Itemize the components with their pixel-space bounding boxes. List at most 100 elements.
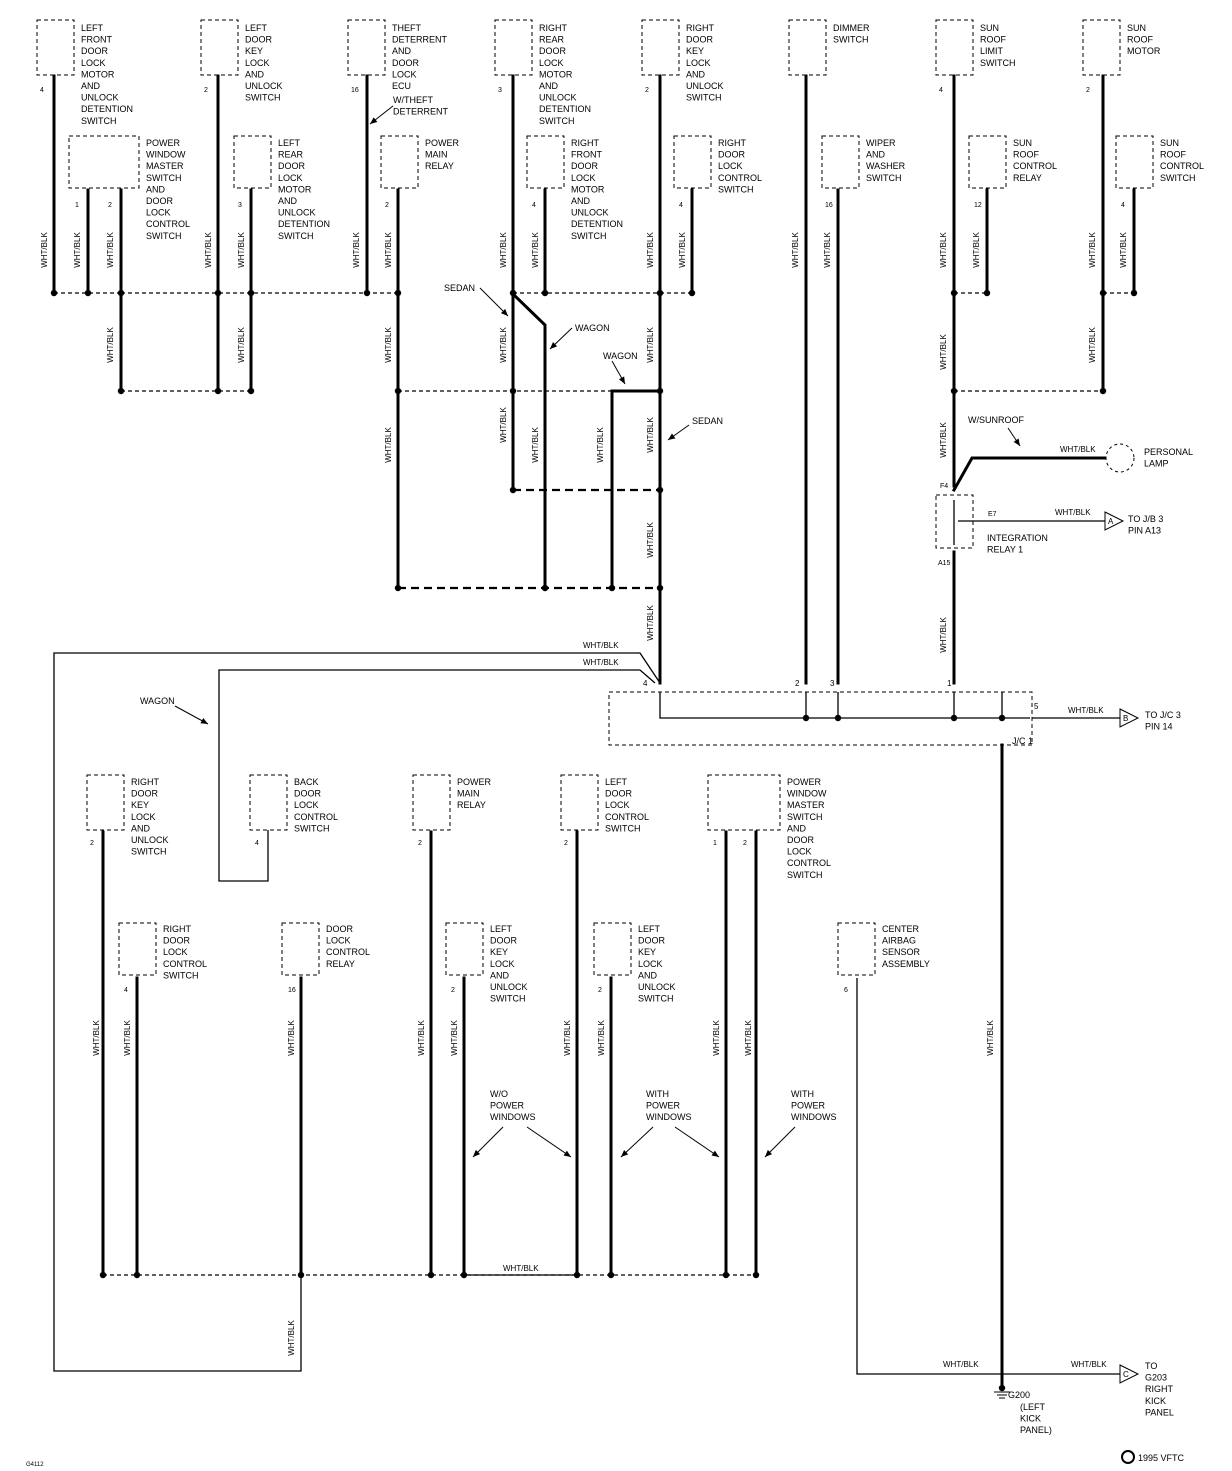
row2-component-text-0: SWITCH [146, 173, 182, 183]
splice-dot [247, 387, 255, 395]
row2-component-text-7: SWITCH [1160, 173, 1196, 183]
splice-dot [1099, 387, 1107, 395]
wire-color-label: WHT/BLK [123, 1020, 132, 1056]
bottom2-component-text-0: SWITCH [163, 970, 199, 980]
top-component-text-1: KEY [245, 46, 263, 56]
note-wo-pw: POWER [490, 1101, 525, 1111]
wire-label: WHT/BLK [1060, 445, 1096, 454]
pin-label: 4 [939, 87, 943, 94]
wire-color-label: WHT/BLK [939, 617, 948, 653]
wire-color-label: WHT/BLK [597, 1020, 606, 1056]
bottom1-component-text-3: LOCK [605, 800, 630, 810]
top-component-text-4: RIGHT [686, 23, 715, 33]
top-component-text-6: SWITCH [980, 58, 1016, 68]
bottom2-component-text-3: LEFT [638, 924, 661, 934]
bottom1-component-3 [560, 774, 599, 831]
wire-color-label: WHT/BLK [646, 327, 655, 363]
splice-dot [394, 387, 402, 395]
bottom2-component-text-4: CENTER [882, 924, 920, 934]
row2-component-text-1: UNLOCK [278, 208, 316, 218]
pin-label: 16 [288, 987, 296, 994]
bottom2-component-text-2: SWITCH [490, 994, 526, 1004]
arrow-head [621, 1150, 629, 1157]
note-with-pw-2: POWER [791, 1101, 826, 1111]
bottom2-component-text-3: KEY [638, 947, 656, 957]
splice-dot [998, 1384, 1006, 1392]
bottom2-component-text-2: AND [490, 970, 510, 980]
top-component-text-3: MOTOR [539, 69, 573, 79]
wire-color-label: WHT/BLK [678, 232, 687, 268]
bottom2-component-text-3: DOOR [638, 936, 666, 946]
splice-dot [363, 289, 371, 297]
personal-lamp-bulb [1105, 443, 1135, 473]
wire-color-label: WHT/BLK [1088, 232, 1097, 268]
bottom1-component-text-1: CONTROL [294, 812, 338, 822]
pw-pointer-l [620, 1126, 654, 1158]
bottom1-component-text-0: LOCK [131, 812, 156, 822]
wire-label: WHT/BLK [1068, 706, 1104, 715]
row2-component-7 [1115, 135, 1154, 189]
bottom1-component-text-3: LEFT [605, 777, 628, 787]
top-component-text-4: UNLOCK [686, 81, 724, 91]
pin-label: 2 [743, 840, 747, 847]
note-wagon-left: WAGON [140, 696, 175, 706]
top-component-text-4: LOCK [686, 58, 711, 68]
ground-g200-label: G200 [1008, 1390, 1030, 1400]
top-component-0 [36, 19, 75, 76]
top-component-text-7: MOTOR [1127, 46, 1161, 56]
top-component-text-3: LOCK [539, 58, 564, 68]
pin-label: 2 [451, 987, 455, 994]
wire-color-label: WHT/BLK [939, 232, 948, 268]
pin-label: 1 [947, 679, 952, 688]
row2-component-text-3: FRONT [571, 150, 602, 160]
top-component-text-2: LOCK [392, 69, 417, 79]
bottom1-component-text-1: SWITCH [294, 823, 330, 833]
splice-dot [394, 289, 402, 297]
wire-label: WHT/BLK [1071, 1360, 1107, 1369]
row2-component-text-7: ROOF [1160, 150, 1187, 160]
top-component-text-6: ROOF [980, 35, 1007, 45]
pin-label: 16 [825, 202, 833, 209]
splice-dot [608, 584, 616, 592]
row2-component-text-1: LOCK [278, 173, 303, 183]
splice-dot [688, 289, 696, 297]
row2-component-text-4: RIGHT [718, 138, 747, 148]
wire-wagon-loop [218, 669, 656, 882]
row2-component-text-5: WASHER [866, 161, 906, 171]
bottom1-component-text-4: LOCK [787, 847, 812, 857]
top-component-text-0: DETENTION [81, 104, 133, 114]
wire-airbag [856, 978, 1002, 1375]
top-component-text-3: SWITCH [539, 116, 575, 126]
top-component-text-4: KEY [686, 46, 704, 56]
splice-dot [722, 1271, 730, 1279]
arrow-head [550, 341, 558, 349]
splice-dot [752, 1271, 760, 1279]
bottom1-component-text-0: UNLOCK [131, 835, 169, 845]
splice-dot [656, 486, 664, 494]
top-component-text-4: AND [686, 69, 706, 79]
top-component-text-3: REAR [539, 35, 565, 45]
row2-component-text-5: SWITCH [866, 173, 902, 183]
top-component-text-4: SWITCH [686, 93, 722, 103]
pin-label: E7 [988, 511, 997, 518]
top-component-text-4: DOOR [686, 35, 714, 45]
top-component-text-2: THEFT [392, 23, 421, 33]
jc1-label: J/C 1 [1012, 736, 1033, 746]
row2-component-text-3: DETENTION [571, 219, 623, 229]
bottom2-component-text-2: KEY [490, 947, 508, 957]
pin-label: 2 [598, 987, 602, 994]
bottom1-component-text-0: RIGHT [131, 777, 160, 787]
bottom1-component-text-2: MAIN [457, 789, 480, 799]
row2-component-text-5: WIPER [866, 138, 896, 148]
top-component-text-1: SWITCH [245, 93, 281, 103]
connector-c-text: TO [1145, 1361, 1157, 1371]
pin-label: 16 [351, 87, 359, 94]
bottom1-component-text-1: DOOR [294, 789, 322, 799]
bottom2-component-text-1: DOOR [326, 924, 354, 934]
splice-dot [950, 289, 958, 297]
personal-lamp-label: PERSONAL [1144, 447, 1193, 457]
wire-label: WHT/BLK [583, 658, 619, 667]
bottom2-component-text-2: DOOR [490, 936, 518, 946]
ground-location-text: (LEFT [1020, 1402, 1046, 1412]
connector-c-text: G203 [1145, 1373, 1167, 1383]
